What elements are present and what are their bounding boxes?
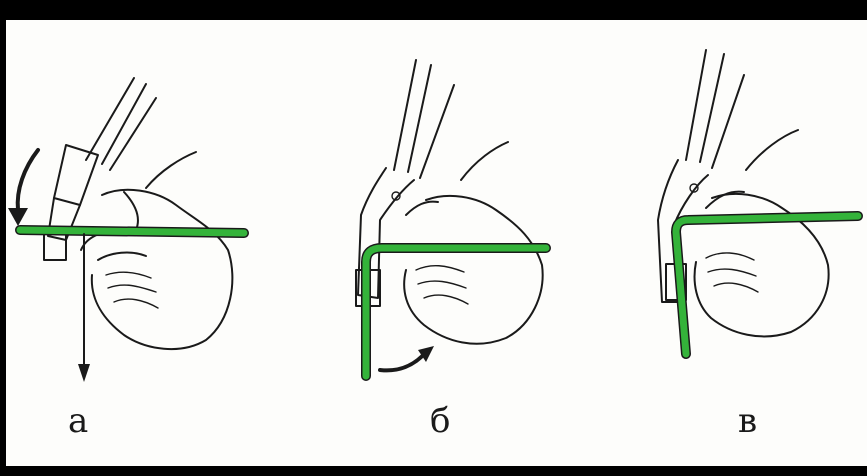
wire-bending-diagram: а <box>6 20 867 466</box>
pliers-icon <box>658 50 744 302</box>
figure-canvas: а <box>6 20 867 466</box>
rotation-arrow-icon <box>8 150 38 226</box>
wire-bent-icon <box>366 248 546 376</box>
panel-c-label: в <box>738 401 757 441</box>
down-arrow-icon <box>78 234 90 382</box>
panel-a-label: а <box>68 401 88 441</box>
wire-right-angle-icon <box>676 216 858 354</box>
hand-icon <box>81 152 232 349</box>
panel-c: в <box>658 50 858 441</box>
panel-b-label: б <box>430 401 450 441</box>
bend-arrow-icon <box>380 346 434 370</box>
panel-b: б <box>356 60 546 441</box>
wire-straight-icon <box>20 230 244 233</box>
panel-a: а <box>8 78 244 441</box>
hand-icon <box>404 142 542 344</box>
